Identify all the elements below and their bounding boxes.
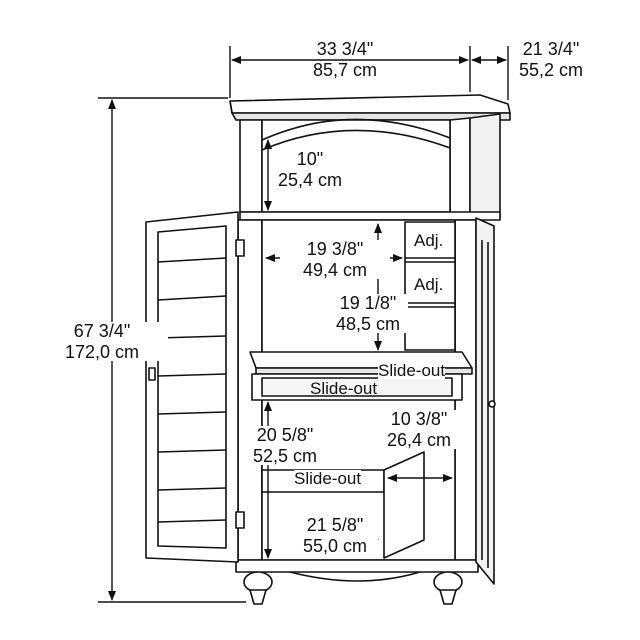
interior-height-imperial: 19 1/8" [339, 293, 397, 313]
side-depth-imperial: 10 3/8" [390, 409, 448, 429]
width-imperial: 33 3/4" [316, 39, 374, 59]
adj-upper-callout: Adj. [414, 231, 444, 250]
depth-imperial: 21 3/4" [522, 39, 580, 59]
bottom-width-imperial: 21 5/8" [306, 515, 364, 535]
slide-out-keyboard-callout: Slide-out [378, 361, 446, 380]
lower-height-metric: 52,5 cm [252, 446, 318, 466]
hutch [239, 113, 501, 221]
left-door [145, 211, 245, 563]
width-metric: 85,7 cm [312, 60, 378, 80]
hutch-opening-label: 10" 25,4 cm [270, 150, 350, 189]
bottom-width-metric: 55,0 cm [302, 536, 368, 556]
height-metric: 172,0 cm [64, 342, 140, 362]
lower-height-imperial: 20 5/8" [256, 425, 314, 445]
side-depth-label: 10 3/8" 26,4 cm [378, 410, 460, 449]
depth-metric: 55,2 cm [518, 60, 584, 80]
slide-out-bottom-callout: Slide-out [294, 469, 362, 488]
hutch-opening-imperial: 10" [296, 149, 324, 169]
interior-height-label: 19 1/8" 48,5 cm [328, 294, 408, 333]
interior-width-imperial: 19 3/8" [306, 239, 364, 259]
crown-molding [229, 94, 511, 121]
width-label: 33 3/4" 85,7 cm [282, 40, 408, 79]
depth-label: 21 3/4" 55,2 cm [510, 40, 592, 79]
height-imperial: 67 3/4" [73, 321, 131, 341]
small-door [383, 451, 425, 559]
right-door [475, 217, 496, 585]
bottom-width-label: 21 5/8" 55,0 cm [292, 516, 378, 555]
adj-lower-callout: Adj. [414, 275, 444, 294]
interior-width-label: 19 3/8" 49,4 cm [280, 240, 390, 279]
interior-width-metric: 49,4 cm [302, 260, 368, 280]
hutch-opening-metric: 25,4 cm [277, 170, 343, 190]
feet [243, 571, 463, 605]
side-depth-metric: 26,4 cm [386, 430, 452, 450]
height-label: 67 3/4" 172,0 cm [36, 322, 168, 361]
interior-height-metric: 48,5 cm [335, 314, 401, 334]
slide-out-tray-callout: Slide-out [310, 379, 378, 398]
lower-height-label: 20 5/8" 52,5 cm [250, 426, 320, 465]
